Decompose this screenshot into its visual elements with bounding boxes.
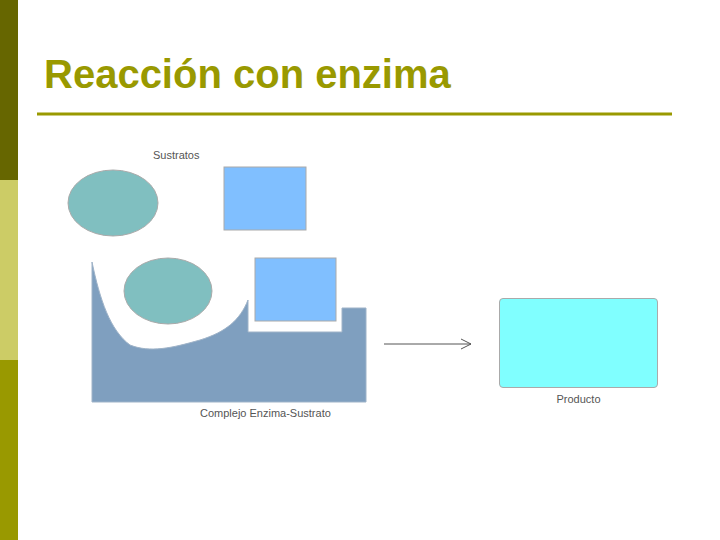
product-box-shape (499, 298, 658, 388)
substrate-ellipse (68, 170, 158, 236)
bound-substrate-ellipse (124, 258, 212, 324)
enzyme-complex: Complejo Enzima-Sustrato (92, 255, 366, 420)
sidebar-band (0, 360, 18, 540)
bound-substrate-square (255, 258, 336, 321)
node-caption: Producto (499, 393, 658, 406)
title-rule (37, 113, 672, 116)
reaction-arrow (384, 344, 471, 345)
caption-label: Sustratos (153, 149, 199, 162)
node-caption: Complejo Enzima-Sustrato (92, 407, 366, 420)
sidebar-band (0, 180, 18, 360)
sidebar-band (0, 0, 18, 180)
enzyme-complex-shape (92, 255, 366, 402)
product-box: Producto (499, 298, 658, 406)
slide-title: Reacción con enzima (44, 52, 451, 96)
substrate-square (224, 167, 306, 230)
